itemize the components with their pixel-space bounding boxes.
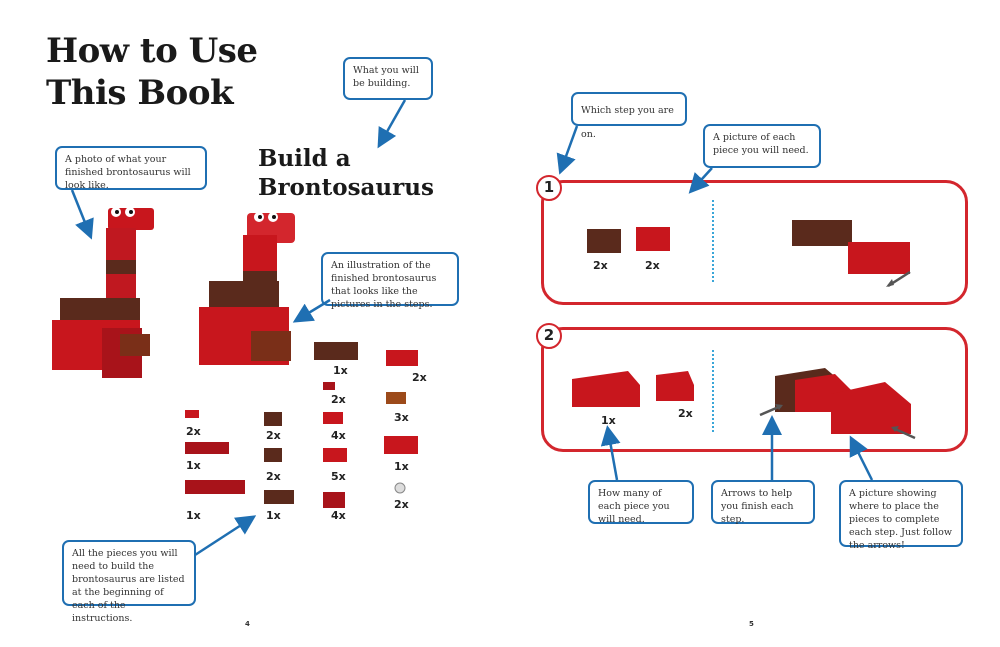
callout-which-step: Which step you are on.: [571, 92, 687, 140]
qty-col4-4: 2x: [394, 498, 409, 511]
step-2-box: [541, 327, 968, 452]
arrow-photo: [70, 189, 94, 240]
qty-col3-3: 4x: [331, 429, 346, 442]
step-2-qty-2: 2x: [678, 407, 693, 420]
qty-col2-2: 2x: [266, 470, 281, 483]
qty-col3-4: 5x: [331, 470, 346, 483]
callout-how-many: How many of each piece you will need.: [588, 480, 694, 525]
brontosaurus-illustration: [199, 212, 295, 365]
arrow-illustration: [292, 298, 331, 323]
qty-col2-1: 2x: [266, 429, 281, 442]
step-1-assembly: [792, 220, 911, 288]
callout-pieces-list: All the pieces you will need to build th…: [62, 540, 196, 624]
qty-col4-1: 2x: [412, 371, 427, 384]
qty-col1-3: 1x: [186, 509, 201, 522]
qty-col3-1: 1x: [333, 364, 348, 377]
build-title-line-2: Brontosaurus: [258, 174, 434, 201]
step-1-qty-2: 2x: [645, 259, 660, 272]
arrow-picture-each-piece: [688, 167, 713, 194]
callout-picture-showing: A picture showing where to place the pie…: [839, 480, 963, 551]
qty-col4-3: 1x: [394, 460, 409, 473]
step-2-assembly: [759, 368, 916, 440]
step-2-qty-1: 1x: [601, 414, 616, 427]
callout-what-building: What you will be building.: [343, 57, 433, 100]
step-2-piece-bricks: [572, 371, 694, 407]
step-2-number: 2: [536, 323, 562, 349]
step-2-divider: [712, 350, 714, 432]
callout-arrows: Arrows to help you finish each step.: [711, 480, 815, 525]
arrow-which-step: [556, 125, 579, 175]
right-page-number: 5: [749, 620, 754, 628]
build-title: Build a Brontosaurus: [258, 144, 434, 202]
step-1-piece-bricks: [587, 227, 670, 253]
qty-col2-3: 1x: [266, 509, 281, 522]
qty-col1-1: 2x: [186, 425, 201, 438]
qty-col3-5: 4x: [331, 509, 346, 522]
brontosaurus-photo: [52, 207, 154, 378]
step-1-box: [541, 180, 968, 305]
arrow-picture-showing: [849, 435, 874, 481]
callout-photo: A photo of what your finished brontosaur…: [55, 146, 207, 191]
callout-picture-each-piece: A picture of each piece you will need.: [703, 124, 821, 168]
qty-col1-2: 1x: [186, 459, 201, 472]
parts-list-bricks: [185, 342, 418, 508]
left-page-number: 4: [245, 620, 250, 628]
arrow-what-building: [377, 99, 407, 149]
page-title: How to Use This Book: [46, 30, 258, 114]
qty-col4-2: 3x: [394, 411, 409, 424]
callout-illustration: An illustration of the finished brontosa…: [321, 252, 459, 310]
title-line-2: This Book: [46, 73, 234, 113]
step-1-qty-1: 2x: [593, 259, 608, 272]
arrow-pieces-list: [194, 515, 257, 557]
step-1-number: 1: [536, 175, 562, 201]
build-title-line-1: Build a: [258, 145, 351, 172]
step-2-arrow-2: [892, 426, 916, 440]
title-line-1: How to Use: [46, 31, 258, 71]
step-1-divider: [712, 200, 714, 282]
arrow-how-many: [600, 425, 621, 481]
qty-col3-2: 2x: [331, 393, 346, 406]
